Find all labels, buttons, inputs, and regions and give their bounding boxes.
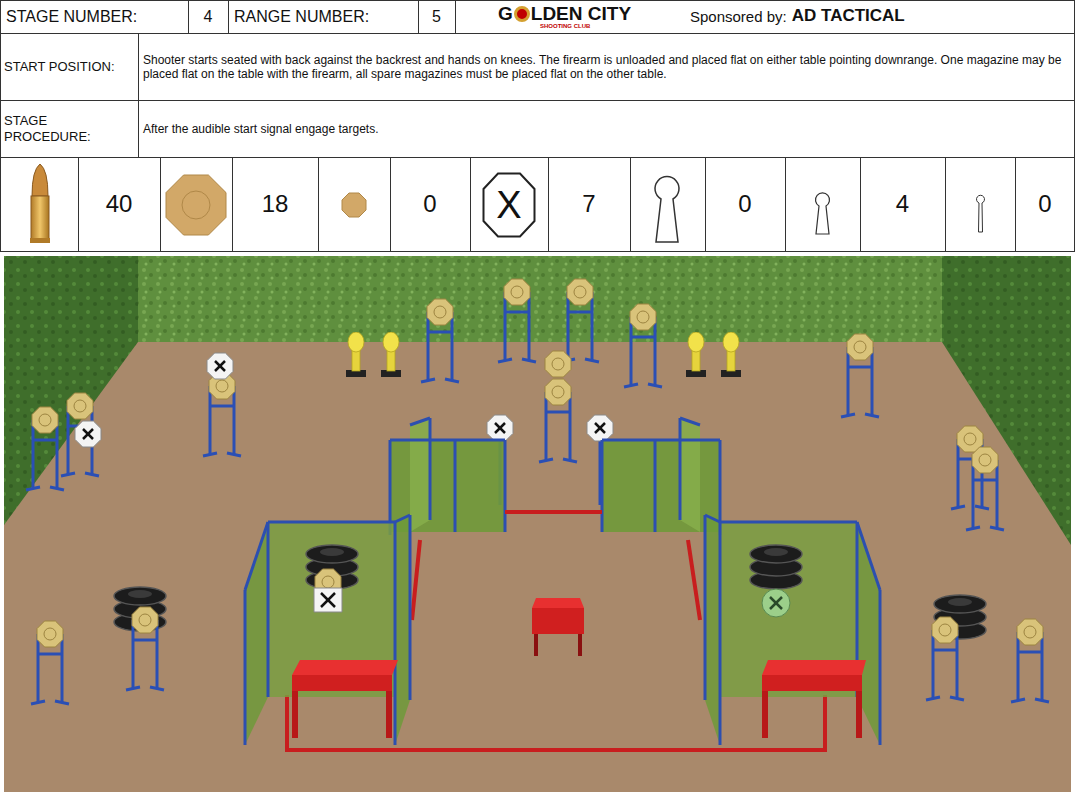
popper bbox=[346, 332, 366, 377]
steel-plate bbox=[561, 279, 599, 362]
popper bbox=[381, 332, 401, 377]
start-position-text: Shooter starts seated with back against … bbox=[143, 36, 1069, 98]
popper-icon bbox=[655, 177, 679, 242]
popper bbox=[721, 332, 741, 377]
target-count: 18 bbox=[232, 157, 318, 252]
sponsor-name: AD TACTICAL bbox=[792, 0, 905, 33]
procedure-text: After the audible start signal engage ta… bbox=[143, 103, 1069, 155]
icon-letter: X bbox=[482, 172, 536, 238]
steel-plate bbox=[841, 334, 879, 417]
steel-plate bbox=[1011, 619, 1049, 702]
barricade bbox=[705, 515, 880, 745]
row-heading: STAGE PROCEDURE: bbox=[4, 103, 136, 155]
logo-subtext: SHOOTING CLUB bbox=[540, 22, 590, 31]
logo-letter: G bbox=[498, 1, 513, 27]
micro-popper-icon bbox=[977, 195, 985, 232]
range-number-label: RANGE NUMBER: bbox=[234, 0, 416, 33]
left-berm bbox=[4, 256, 138, 525]
popper bbox=[686, 332, 706, 377]
no-shoot-icon: X bbox=[482, 172, 536, 238]
cartridge-icon bbox=[30, 164, 50, 243]
header-grid bbox=[0, 0, 1075, 252]
logo-target bbox=[514, 6, 530, 22]
steel-plate bbox=[539, 379, 577, 462]
steel-plate bbox=[126, 607, 164, 690]
target-count: 4 bbox=[860, 157, 945, 252]
no-shoot-plate bbox=[75, 421, 101, 447]
mini-popper-icon bbox=[816, 193, 830, 234]
steel-plate bbox=[26, 407, 64, 490]
target-count: 0 bbox=[390, 157, 470, 252]
large-plate-icon bbox=[166, 175, 226, 235]
steel-plate bbox=[203, 373, 241, 456]
header-frame bbox=[1, 1, 1075, 252]
row-heading: START POSITION: bbox=[4, 36, 136, 98]
barricade bbox=[245, 515, 410, 745]
barricade bbox=[602, 418, 720, 535]
no-shoot-plate bbox=[487, 415, 513, 441]
start-box bbox=[532, 598, 584, 656]
target-count: 7 bbox=[548, 157, 630, 252]
stage-number-label: STAGE NUMBER: bbox=[6, 0, 186, 33]
steel-plate bbox=[421, 299, 459, 382]
range-floor bbox=[4, 256, 1071, 792]
range-number: 5 bbox=[418, 0, 455, 33]
round-count: 40 bbox=[78, 157, 160, 252]
target-count: 0 bbox=[705, 157, 785, 252]
no-shoot-plate bbox=[207, 353, 233, 379]
no-shoot-plate bbox=[587, 415, 613, 441]
stage-number: 4 bbox=[188, 0, 228, 33]
sponsor-label: Sponsored by: bbox=[690, 0, 787, 33]
large-plate-ring bbox=[182, 191, 210, 219]
steel-plate bbox=[966, 447, 1004, 530]
target-count: 0 bbox=[1015, 157, 1075, 252]
small-plate-icon bbox=[342, 193, 366, 217]
right-berm bbox=[942, 256, 1071, 545]
table bbox=[762, 660, 866, 738]
steel-plate bbox=[926, 617, 964, 700]
steel-plate bbox=[498, 279, 536, 362]
steel-plate bbox=[31, 621, 69, 704]
back-berm bbox=[138, 256, 942, 342]
table bbox=[292, 660, 398, 738]
steel-plate bbox=[624, 304, 662, 387]
barricade bbox=[390, 418, 505, 535]
steel-plate bbox=[545, 351, 571, 377]
